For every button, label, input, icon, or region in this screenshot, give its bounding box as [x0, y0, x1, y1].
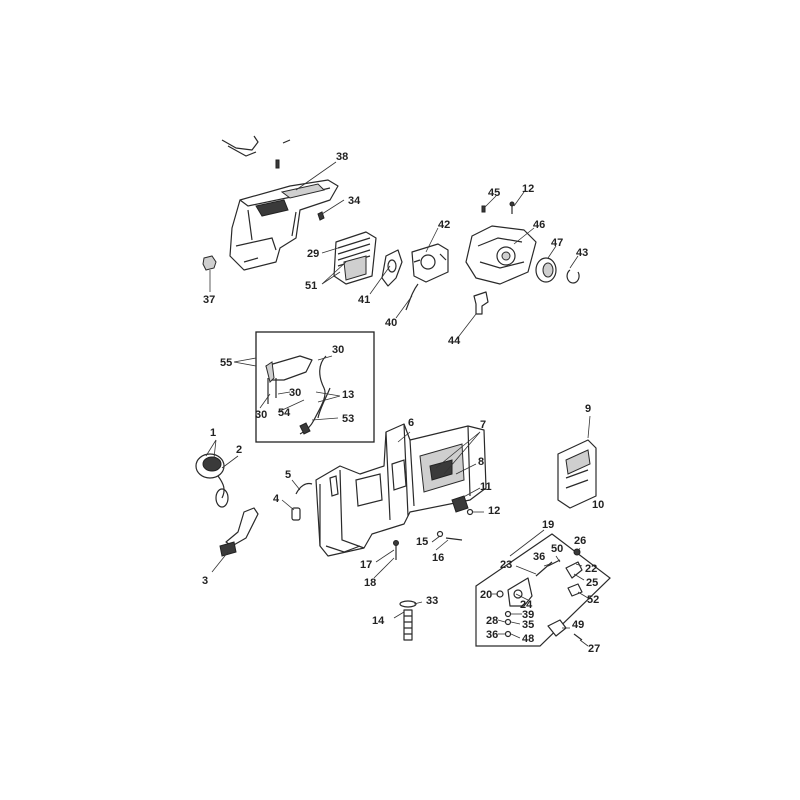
callout-6: 6: [408, 417, 414, 429]
callout-29: 29: [307, 248, 319, 260]
callout-38: 38: [336, 151, 348, 163]
callout-48: 48: [522, 633, 534, 645]
bolt-part-14: [399, 600, 417, 641]
callout-27: 27: [588, 643, 600, 655]
callout-20: 20: [480, 589, 492, 601]
top-cover-fragment: [221, 135, 291, 169]
callout-41: 41: [358, 294, 370, 306]
callout-39: 39: [522, 609, 534, 621]
callout-18: 18: [364, 577, 376, 589]
callout-47: 47: [551, 237, 563, 249]
callout-labels: 38 34 29 51 37 41 40 42 45 12 46 47 43 4…: [202, 151, 604, 655]
gasket-part-41: [381, 249, 403, 287]
callout-2: 2: [236, 444, 242, 456]
callout-3: 3: [202, 575, 208, 587]
callout-23: 23: [500, 559, 512, 571]
callout-25: 25: [586, 577, 598, 589]
callout-15: 15: [416, 536, 428, 548]
hose-part-5: [295, 482, 313, 495]
crankcase-frame-part-6: [315, 423, 487, 557]
callout-33: 33: [426, 595, 438, 607]
snap-ring-part-43: [566, 269, 580, 284]
callout-28: 28: [486, 615, 498, 627]
kit-box-part-55: [255, 331, 375, 443]
callout-50: 50: [551, 543, 563, 555]
callout-12-top: 12: [522, 183, 534, 195]
filter-part-4: [291, 507, 301, 521]
callout-30-top: 30: [332, 344, 344, 356]
knob-part-37: [202, 255, 217, 271]
callout-19: 19: [542, 519, 554, 531]
callout-55: 55: [220, 357, 232, 369]
callout-46: 46: [533, 219, 545, 231]
callout-40: 40: [385, 317, 397, 329]
callout-43: 43: [576, 247, 588, 259]
leader-lines: [205, 161, 597, 647]
seal-ring-part-47: [535, 257, 557, 283]
callout-17: 17: [360, 559, 372, 571]
bracket-part-44: [473, 291, 489, 315]
screw-part-17: [393, 540, 399, 560]
callout-14: 14: [372, 615, 385, 627]
cover-plate-part-9: [557, 439, 597, 509]
callout-35: 35: [522, 619, 534, 631]
callout-12-mid: 12: [488, 505, 500, 517]
callout-24: 24: [520, 599, 533, 611]
tank-cap-part-1: [195, 453, 229, 508]
callout-13: 13: [342, 389, 354, 401]
callout-52: 52: [587, 594, 599, 606]
callout-8: 8: [478, 456, 484, 468]
pin-part-15: [436, 530, 463, 541]
callout-37: 37: [203, 294, 215, 306]
callout-26: 26: [574, 535, 586, 547]
callout-36-bottom: 36: [486, 629, 498, 641]
callout-5: 5: [285, 469, 291, 481]
callout-10: 10: [592, 499, 604, 511]
cylinder-part-29: [333, 231, 377, 285]
callout-51: 51: [305, 280, 317, 292]
callout-11: 11: [480, 481, 492, 493]
callout-34: 34: [348, 195, 361, 207]
callout-53: 53: [342, 413, 354, 425]
carburetor-part-42: [411, 243, 449, 283]
callout-22: 22: [585, 563, 597, 575]
callout-49: 49: [572, 619, 584, 631]
callout-30-mid: 30: [289, 387, 301, 399]
callout-30-left: 30: [255, 409, 267, 421]
lever-part-3: [219, 507, 259, 557]
callout-54: 54: [278, 407, 291, 419]
callout-44: 44: [448, 335, 461, 347]
air-filter-cover-part-38: [229, 179, 339, 271]
callout-45: 45: [488, 187, 500, 199]
callout-16: 16: [432, 552, 444, 564]
callout-4: 4: [273, 493, 280, 505]
hose-part-40: [405, 283, 419, 311]
callout-36-top: 36: [533, 551, 545, 563]
callout-1: 1: [210, 427, 216, 439]
callout-7: 7: [480, 419, 486, 431]
screw-part-12-top: [509, 201, 515, 214]
callout-9: 9: [585, 403, 591, 415]
callout-42: 42: [438, 219, 450, 231]
